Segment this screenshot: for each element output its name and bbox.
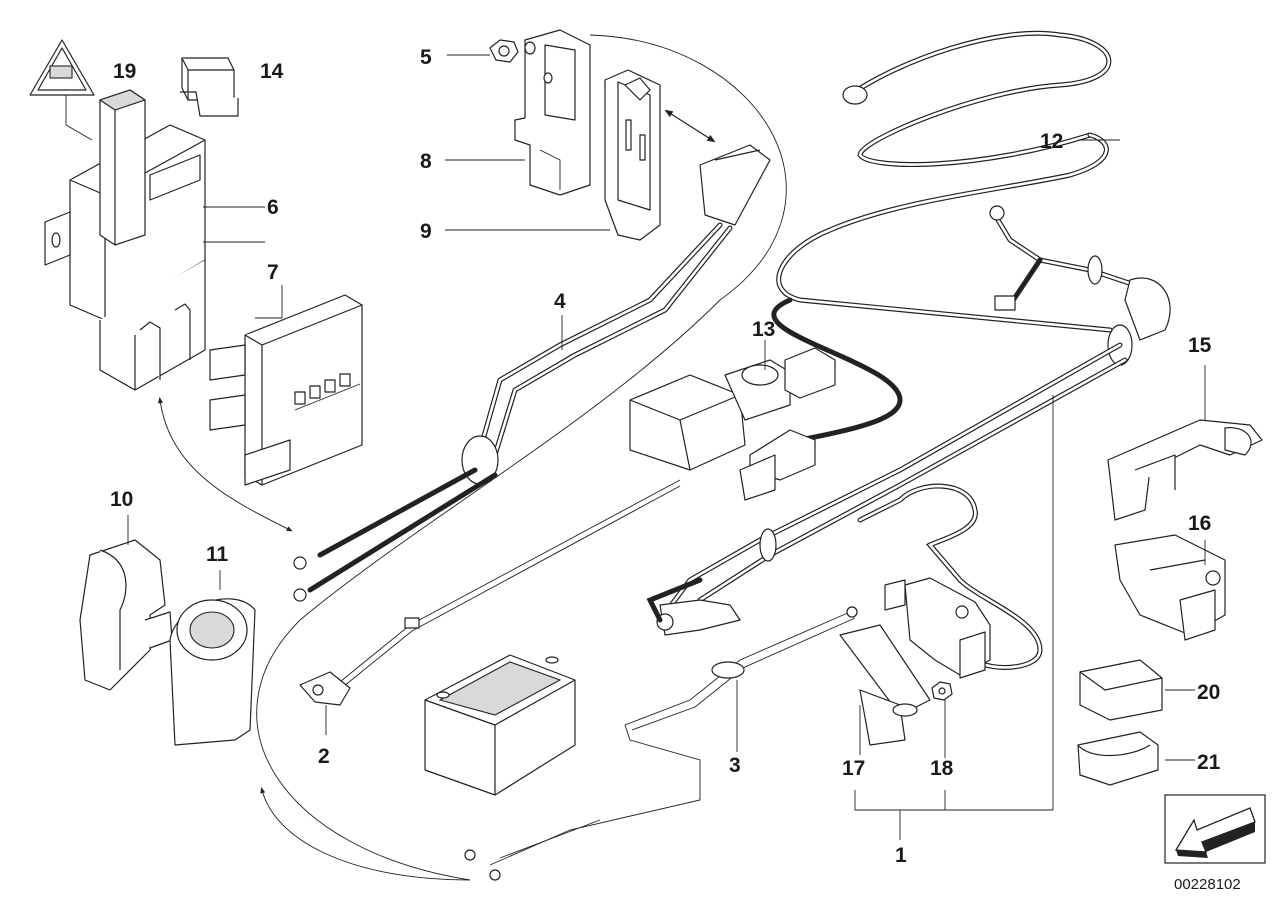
callout-4: 4: [554, 290, 566, 313]
bracket-15-icon: [1107, 419, 1263, 521]
relay-16-icon: [1114, 534, 1226, 641]
callout-13: 13: [752, 318, 775, 341]
control-module-icon: [209, 294, 363, 486]
grommet-11-icon: [169, 598, 256, 746]
drawing-number: 00228102: [1174, 876, 1241, 893]
sensor-cable-icon: [464, 606, 858, 881]
positive-cable-harness-icon: [293, 144, 771, 602]
callout-8: 8: [420, 150, 432, 173]
cap-21-icon: [1077, 731, 1159, 786]
cap-20-icon: [1079, 659, 1163, 721]
nut-18-icon: [931, 681, 953, 701]
arrow-next-icon[interactable]: [1164, 794, 1266, 864]
callout-20: 20: [1197, 681, 1220, 704]
nut-icon: [489, 39, 519, 63]
callout-5: 5: [420, 46, 432, 69]
callout-15: 15: [1188, 334, 1212, 357]
relay-middle-icon: [884, 577, 991, 679]
callout-16: 16: [1188, 512, 1211, 535]
main-wiring-harness-icon: [646, 132, 1171, 670]
callout-6: 6: [267, 196, 279, 219]
callout-14: 14: [260, 60, 284, 83]
callout-10: 10: [110, 488, 133, 511]
sleeve-10-icon: [79, 539, 173, 691]
battery-negative-cable-icon: [299, 479, 681, 706]
ground-cable-icon: [842, 30, 1112, 167]
cover-icon: [604, 69, 661, 241]
leader-lines: [127, 54, 1206, 840]
callout-3: 3: [729, 754, 741, 777]
callout-17: 17: [842, 757, 865, 780]
battery-icon: [424, 654, 576, 796]
holder-17-icon: [839, 624, 931, 746]
warning-label-icon: [29, 39, 95, 96]
callout-9: 9: [420, 220, 432, 243]
cap-part-icon: [180, 57, 239, 117]
callout-11: 11: [206, 543, 229, 566]
callout-21: 21: [1197, 751, 1221, 774]
callout-12: 12: [1040, 130, 1063, 153]
bracket-icon: [514, 29, 591, 196]
callout-2: 2: [318, 745, 330, 768]
terminal-cover-icon: [629, 347, 836, 501]
callout-19: 19: [113, 60, 136, 83]
distribution-box-icon: [44, 89, 206, 391]
callout-1: 1: [895, 844, 907, 867]
callout-18: 18: [930, 757, 954, 780]
callout-7: 7: [267, 261, 279, 284]
